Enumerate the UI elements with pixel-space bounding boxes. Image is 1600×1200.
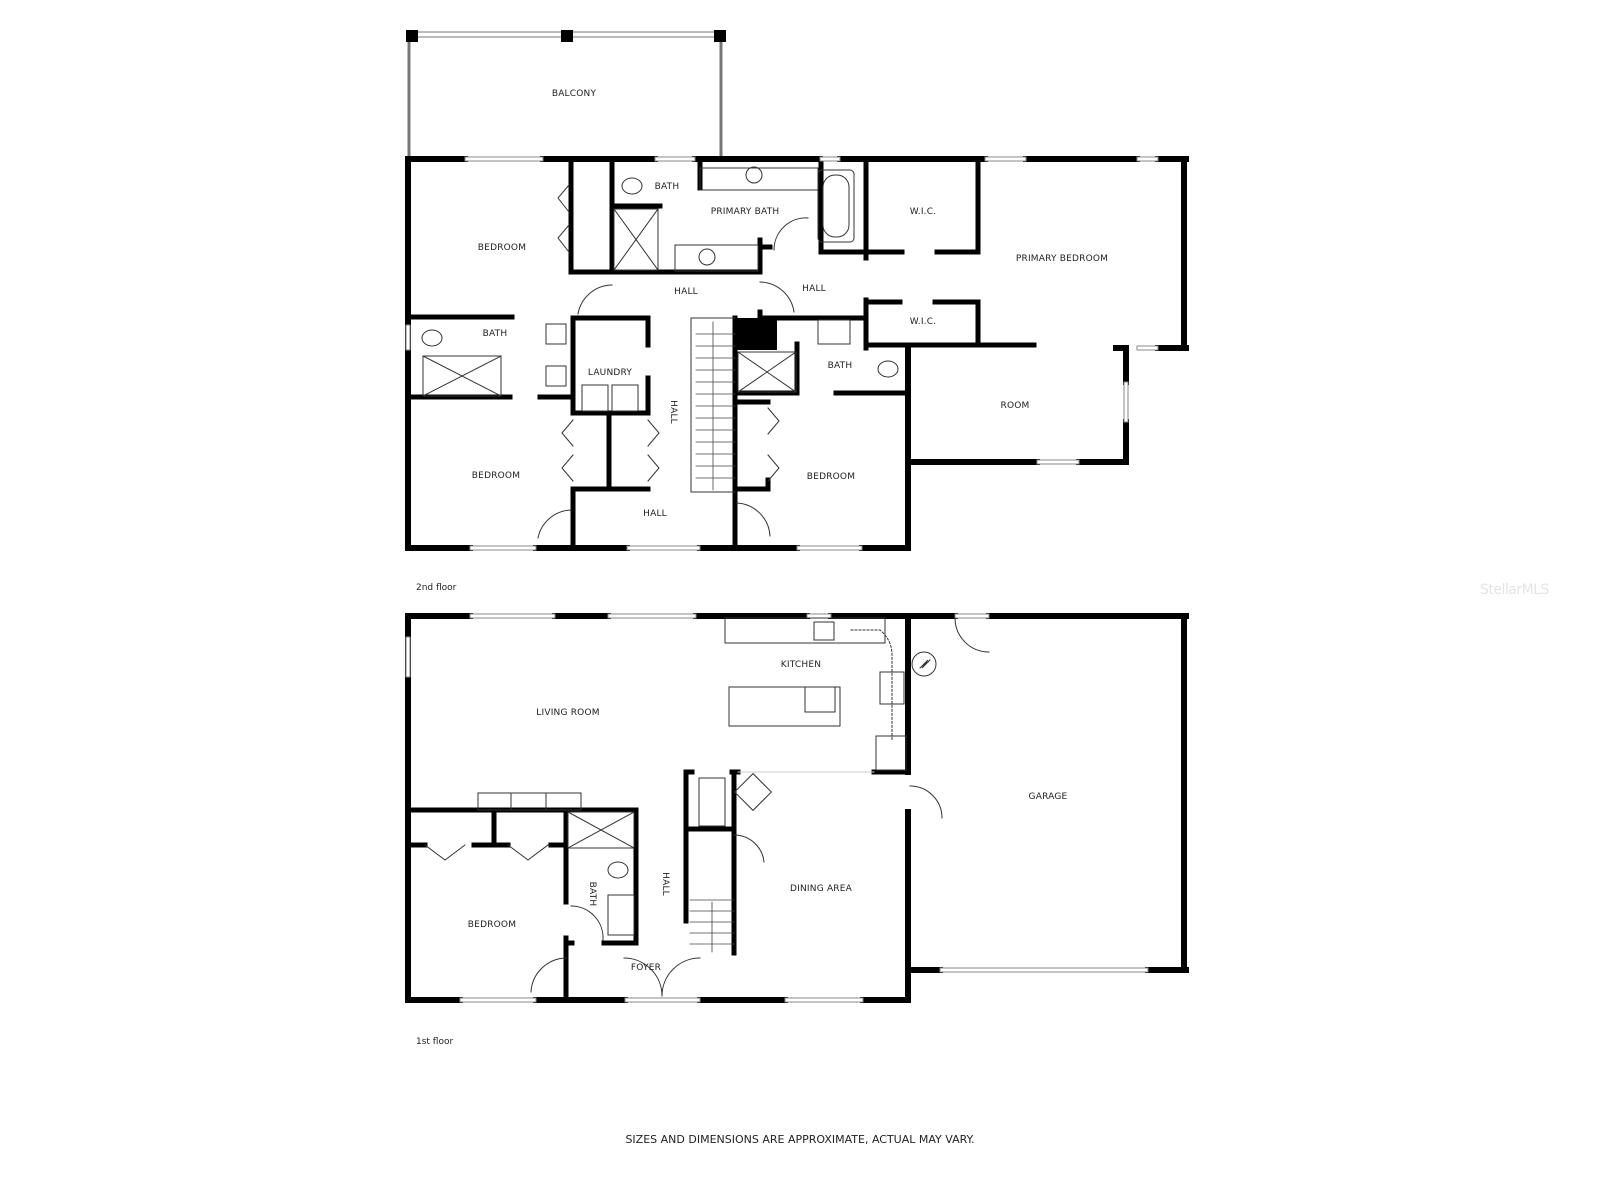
watermark: StellarMLS	[1480, 582, 1549, 598]
floor-caption-1st: 1st floor	[416, 1037, 454, 1047]
disclaimer-text: SIZES AND DIMENSIONS ARE APPROXIMATE, AC…	[625, 1133, 975, 1146]
room-label-primary-bath: PRIMARY BATH	[710, 207, 780, 217]
room-label-garage: GARAGE	[1028, 792, 1068, 802]
room-label-wic-lower: W.I.C.	[909, 317, 937, 327]
stairs-2nd	[695, 321, 736, 491]
room-label-hall-vertical: HALL	[668, 400, 678, 424]
exterior-walls-1st	[405, 613, 1189, 1003]
windows-2nd	[405, 156, 1159, 551]
floor-caption-2nd: 2nd floor	[416, 583, 457, 593]
balcony-railing	[406, 30, 726, 158]
room-label-laundry: LAUNDRY	[587, 368, 633, 378]
room-label-bath-east: BATH	[827, 361, 853, 371]
room-label-bath-west: BATH	[482, 329, 508, 339]
room-label-hall-south: HALL	[643, 509, 667, 519]
room-label-bedroom-nw: BEDROOM	[477, 243, 527, 253]
room-label-balcony: BALCONY	[551, 89, 597, 99]
room-label-bath-1st: BATH	[587, 881, 597, 907]
room-label-bedroom-1st: BEDROOM	[467, 920, 517, 930]
windows-1st	[405, 613, 1186, 1003]
interior-walls-2nd	[405, 156, 1037, 551]
fixtures-2nd	[421, 166, 899, 493]
room-label-hall-1st: HALL	[660, 872, 670, 896]
room-label-living-room: LIVING ROOM	[536, 708, 600, 718]
room-label-room: ROOM	[1000, 401, 1030, 411]
exterior-walls-2nd	[405, 156, 1189, 551]
doors-2nd	[537, 184, 809, 539]
room-label-foyer: FOYER	[630, 963, 662, 973]
room-label-kitchen: KITCHEN	[780, 660, 822, 670]
room-label-wic-upper: W.I.C.	[909, 207, 937, 217]
fixtures-1st	[477, 617, 937, 936]
room-label-bath-upper: BATH	[654, 182, 680, 192]
room-label-bedroom-se: BEDROOM	[806, 472, 856, 482]
room-label-hall-center: HALL	[674, 287, 698, 297]
room-label-dining-area: DINING AREA	[790, 884, 852, 894]
chimney-block	[735, 318, 777, 350]
doors-1st	[424, 617, 990, 997]
stairs-1st	[689, 899, 735, 953]
room-label-bedroom-sw: BEDROOM	[471, 471, 521, 481]
room-label-primary-bedroom: PRIMARY BEDROOM	[1015, 254, 1109, 264]
room-label-hall-east: HALL	[802, 284, 826, 294]
